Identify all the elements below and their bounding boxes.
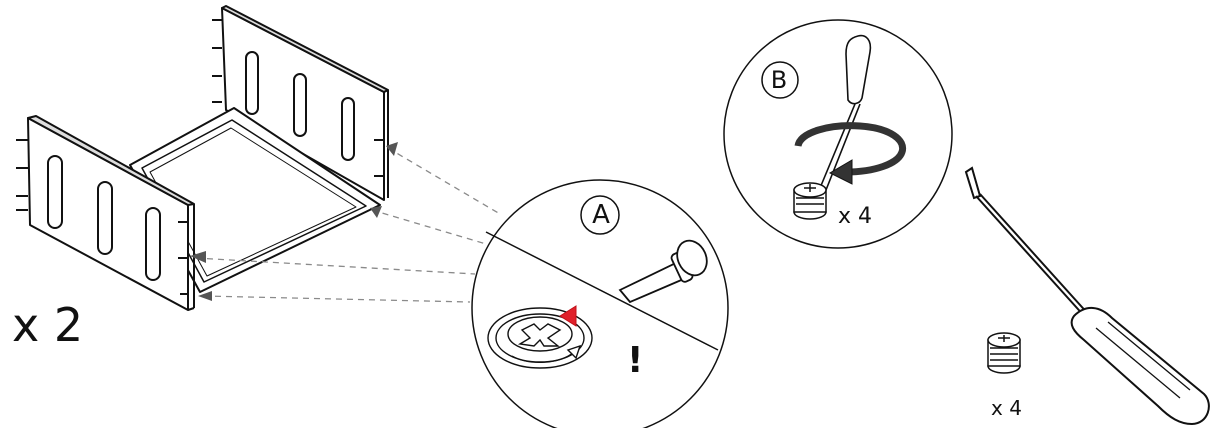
detail-b-tag: B bbox=[770, 66, 788, 94]
drawer-frame bbox=[16, 5, 389, 311]
screwdriver-small-icon bbox=[819, 34, 872, 191]
cam-lock-icon bbox=[487, 307, 593, 369]
detail-a-tag: A bbox=[592, 200, 610, 230]
guide-arrows bbox=[190, 142, 398, 301]
detail-b bbox=[723, 19, 953, 249]
cam-lock-b-icon bbox=[793, 182, 827, 220]
detail-a bbox=[471, 179, 729, 428]
loose-cam-quantity-label: x 4 bbox=[991, 396, 1022, 420]
accent-marker bbox=[559, 305, 577, 327]
screwdriver-icon bbox=[964, 166, 1210, 426]
cam-bolt-icon bbox=[618, 239, 708, 304]
caution-mark: ! bbox=[627, 340, 644, 381]
loose-cam-icon bbox=[987, 332, 1021, 374]
main-quantity-label: x 2 bbox=[12, 298, 84, 352]
detail-b-quantity-label: x 4 bbox=[838, 204, 873, 229]
rotation-arrow-icon bbox=[794, 122, 907, 176]
guide-lines bbox=[195, 147, 501, 303]
